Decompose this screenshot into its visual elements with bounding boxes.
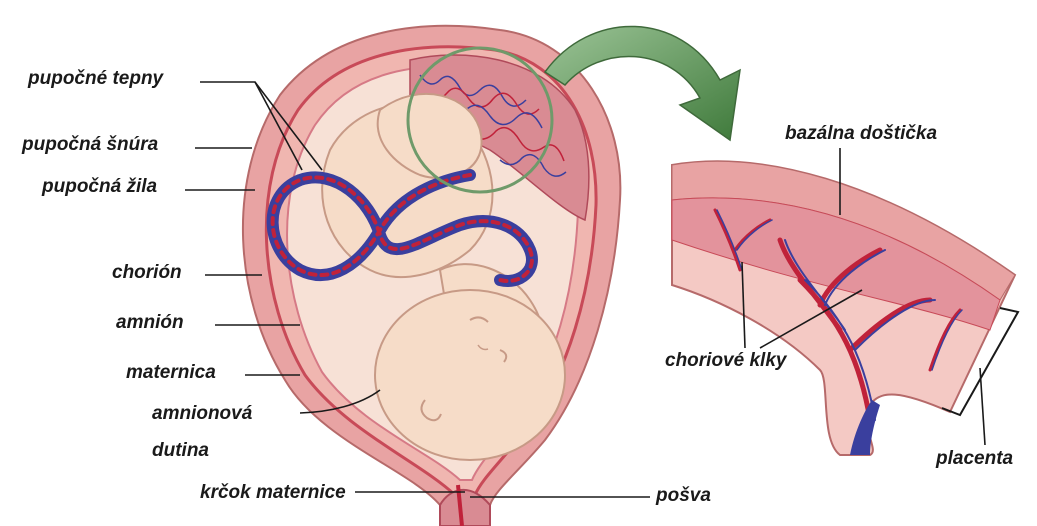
label-basal-plate: bazálna doštička xyxy=(785,123,937,145)
label-umbilical-arteries: pupočné tepny xyxy=(28,68,163,90)
label-amnion: amnión xyxy=(116,312,184,334)
label-vagina: pošva xyxy=(656,485,711,507)
label-umbilical-cord: pupočná šnúra xyxy=(22,134,158,156)
label-placenta: placenta xyxy=(936,448,1013,470)
label-uterus: maternica xyxy=(126,362,216,384)
label-amniotic-cavity-2: dutina xyxy=(152,440,209,462)
label-chorion: chorión xyxy=(112,262,182,284)
label-cervix: krčok maternice xyxy=(200,482,346,504)
label-chorionic-villi: choriové klky xyxy=(665,350,786,372)
fetus-head xyxy=(375,290,565,460)
label-amniotic-cavity-1: amnionová xyxy=(152,403,252,425)
label-umbilical-vein: pupočná žila xyxy=(42,176,157,198)
